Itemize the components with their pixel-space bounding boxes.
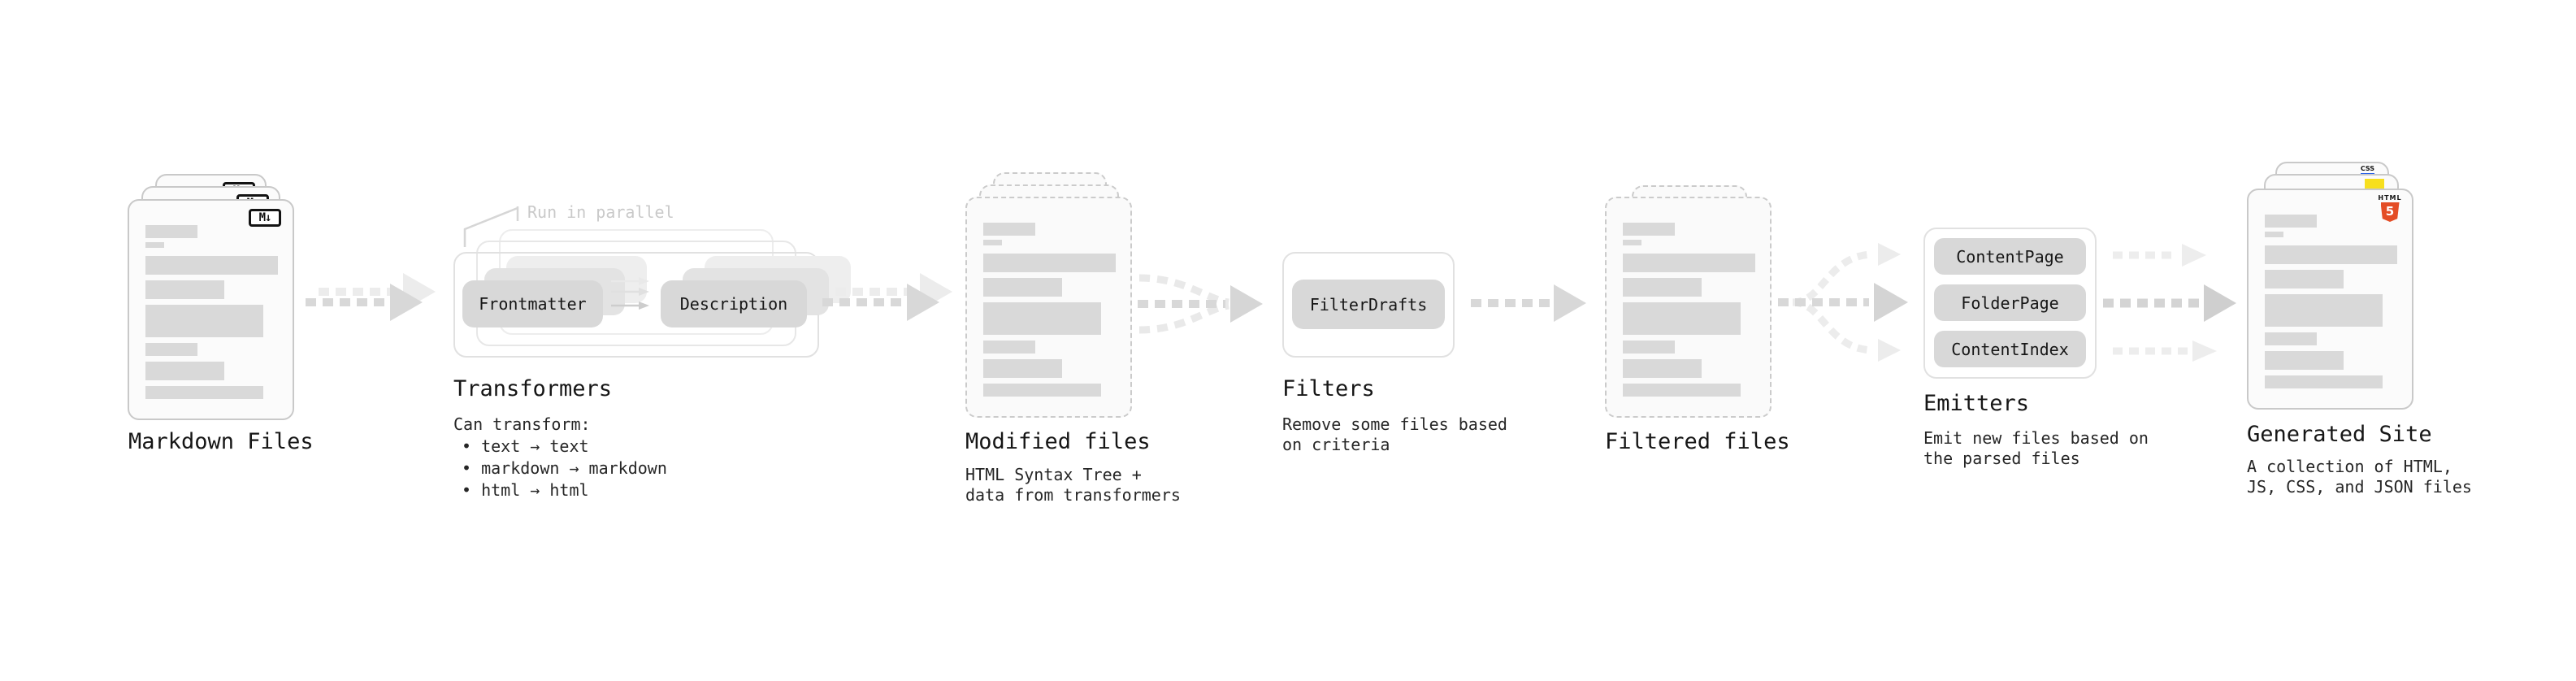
- text-line-bar: [1623, 240, 1641, 245]
- stage-description: HTML Syntax Tree + data from transformer…: [965, 465, 1181, 505]
- stage-description-line: • text → text: [462, 436, 589, 456]
- emitter-box-contentpage: ContentPage: [1934, 238, 2086, 275]
- text-line-bar: [145, 225, 197, 238]
- stage-description-line: • markdown → markdown: [462, 458, 667, 478]
- parallel-arrows-icon: [611, 277, 649, 310]
- stage-title: Filtered files: [1605, 429, 1790, 454]
- flow-arrow-emitter-bottom-to-site: [2113, 340, 2217, 362]
- emitter-box-folderpage: FolderPage: [1934, 284, 2086, 321]
- html5-icon-word: HTML: [2378, 194, 2402, 202]
- stage-description: Emit new files based on the parsed files: [1923, 428, 2149, 469]
- text-line-bar: [1623, 302, 1741, 335]
- text-line-bar: [145, 305, 263, 337]
- emitter-box-contentindex: ContentIndex: [1934, 331, 2086, 367]
- text-line-bar: [2265, 332, 2317, 345]
- stage-description-line: the parsed files: [1923, 449, 2080, 468]
- flow-arrow-modified-to-filters: [1138, 274, 1263, 334]
- filters-frame: [1282, 252, 1455, 358]
- text-line-bar: [983, 302, 1101, 335]
- stage-description-line: Remove some files based: [1282, 414, 1507, 434]
- text-line-bar: [2265, 270, 2344, 288]
- text-line-bar: [2265, 215, 2317, 228]
- text-line-bar: [145, 242, 164, 248]
- markdown-icon: M↓: [249, 209, 281, 227]
- text-line-bar: [2265, 294, 2383, 327]
- stage-description-line: data from transformers: [965, 485, 1181, 505]
- text-line-bar: [145, 256, 278, 275]
- text-line-bar: [983, 340, 1035, 354]
- text-line-bar: [1623, 278, 1702, 297]
- js-file-icon: [2365, 179, 2384, 189]
- text-line-bar: [1623, 359, 1702, 378]
- flow-arrow-filters-to-filtered: [1471, 284, 1586, 322]
- stage-description-line: on criteria: [1282, 435, 1390, 454]
- stage-title: Transformers: [453, 376, 613, 401]
- stage-title: Filters: [1282, 376, 1375, 401]
- text-line-bar: [983, 254, 1116, 272]
- text-line-bar: [2265, 351, 2344, 370]
- flow-arrow-transformers-to-modified: [822, 273, 952, 321]
- html5-icon-shield: 5: [2380, 202, 2400, 222]
- text-line-bar: [983, 384, 1101, 397]
- text-line-bar: [2265, 232, 2283, 237]
- text-line-bar: [983, 359, 1062, 378]
- text-line-bar: [1623, 223, 1675, 236]
- stage-description-line: JS, CSS, and JSON files: [2247, 477, 2472, 497]
- text-line-bar: [983, 240, 1002, 245]
- text-line-bar: [145, 280, 224, 299]
- html5-icon: HTML 5: [2378, 194, 2402, 222]
- run-in-parallel-annotation: Run in parallel: [527, 202, 674, 222]
- text-line-bar: [2265, 375, 2383, 388]
- file-card: [1605, 197, 1772, 418]
- text-line-bar: [145, 362, 224, 380]
- text-line-bar: [1623, 384, 1741, 397]
- stage-title: Emitters: [1923, 391, 2030, 416]
- stage-description-line: • html → html: [462, 480, 589, 500]
- stage-description-line: A collection of HTML,: [2247, 457, 2452, 476]
- stage-title: Markdown Files: [128, 429, 314, 454]
- stage-description-line: Can transform:: [453, 414, 591, 434]
- stage-description-line: Emit new files based on: [1923, 428, 2149, 448]
- stage-description: Remove some files based on criteria: [1282, 414, 1507, 455]
- stage-description: Can transform: • text → text • markdown …: [453, 414, 667, 501]
- transformer-box-frontmatter: Frontmatter: [462, 280, 603, 327]
- text-line-bar: [983, 278, 1062, 297]
- text-line-bar: [2265, 245, 2397, 264]
- annotation-callout-line: [463, 206, 519, 247]
- text-line-bar: [1623, 340, 1675, 354]
- flow-arrow-emitter-mid-to-site: [2103, 284, 2236, 322]
- file-card: M↓: [128, 199, 294, 420]
- file-card: [965, 197, 1132, 418]
- transformer-box-description: Description: [661, 280, 807, 327]
- flow-arrow-emitter-top-to-site: [2113, 244, 2206, 267]
- stage-title: Modified files: [965, 429, 1151, 454]
- emitters-frame: [1923, 228, 2097, 379]
- stage-title: Generated Site: [2247, 422, 2432, 447]
- flow-arrow-markdown-to-transformers: [306, 273, 436, 321]
- text-line-bar: [145, 386, 263, 399]
- file-card: HTML 5: [2247, 189, 2413, 410]
- flow-arrow-filtered-to-emitters: [1778, 243, 1908, 362]
- stage-description: A collection of HTML, JS, CSS, and JSON …: [2247, 457, 2472, 497]
- text-line-bar: [1623, 254, 1755, 272]
- filter-box-filterdrafts: FilterDrafts: [1292, 280, 1445, 329]
- text-line-bar: [983, 223, 1035, 236]
- stage-description-line: HTML Syntax Tree +: [965, 465, 1142, 484]
- text-line-bar: [145, 343, 197, 356]
